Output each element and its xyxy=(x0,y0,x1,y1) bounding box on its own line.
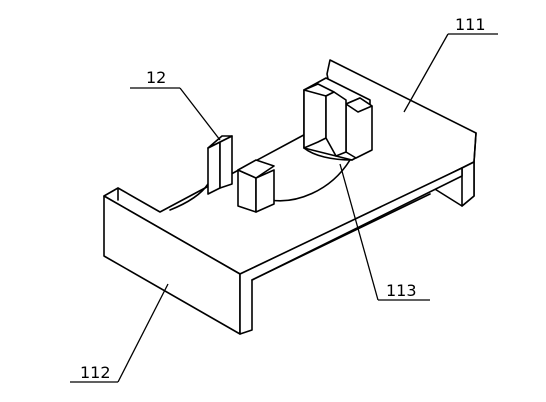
label-111: 111 xyxy=(455,15,486,34)
post-12a-front xyxy=(207,141,221,195)
post-12b-side xyxy=(255,169,275,213)
post-12a-top xyxy=(207,135,233,149)
label-113: 113 xyxy=(386,281,417,300)
leader-113 xyxy=(339,163,379,301)
leader-112 xyxy=(117,283,169,383)
leader-111 xyxy=(403,33,449,113)
fork-right-prong-top xyxy=(345,97,373,113)
fork-base-curve xyxy=(303,147,353,161)
post-12-left xyxy=(207,135,233,195)
lower-rail-edge xyxy=(251,193,431,281)
base-plate xyxy=(103,59,477,335)
label-12: 12 xyxy=(146,68,166,87)
post-12b-top xyxy=(237,159,275,179)
post-12a-side xyxy=(219,135,233,189)
label-112: 112 xyxy=(80,363,111,382)
arc-groove-left xyxy=(169,183,209,211)
right-rail-underside xyxy=(461,161,475,207)
arc-groove-113 xyxy=(269,159,351,202)
fork-slot xyxy=(325,91,347,157)
fork-clip xyxy=(303,77,373,161)
leader-12 xyxy=(179,87,221,141)
post-12-right xyxy=(237,159,275,213)
